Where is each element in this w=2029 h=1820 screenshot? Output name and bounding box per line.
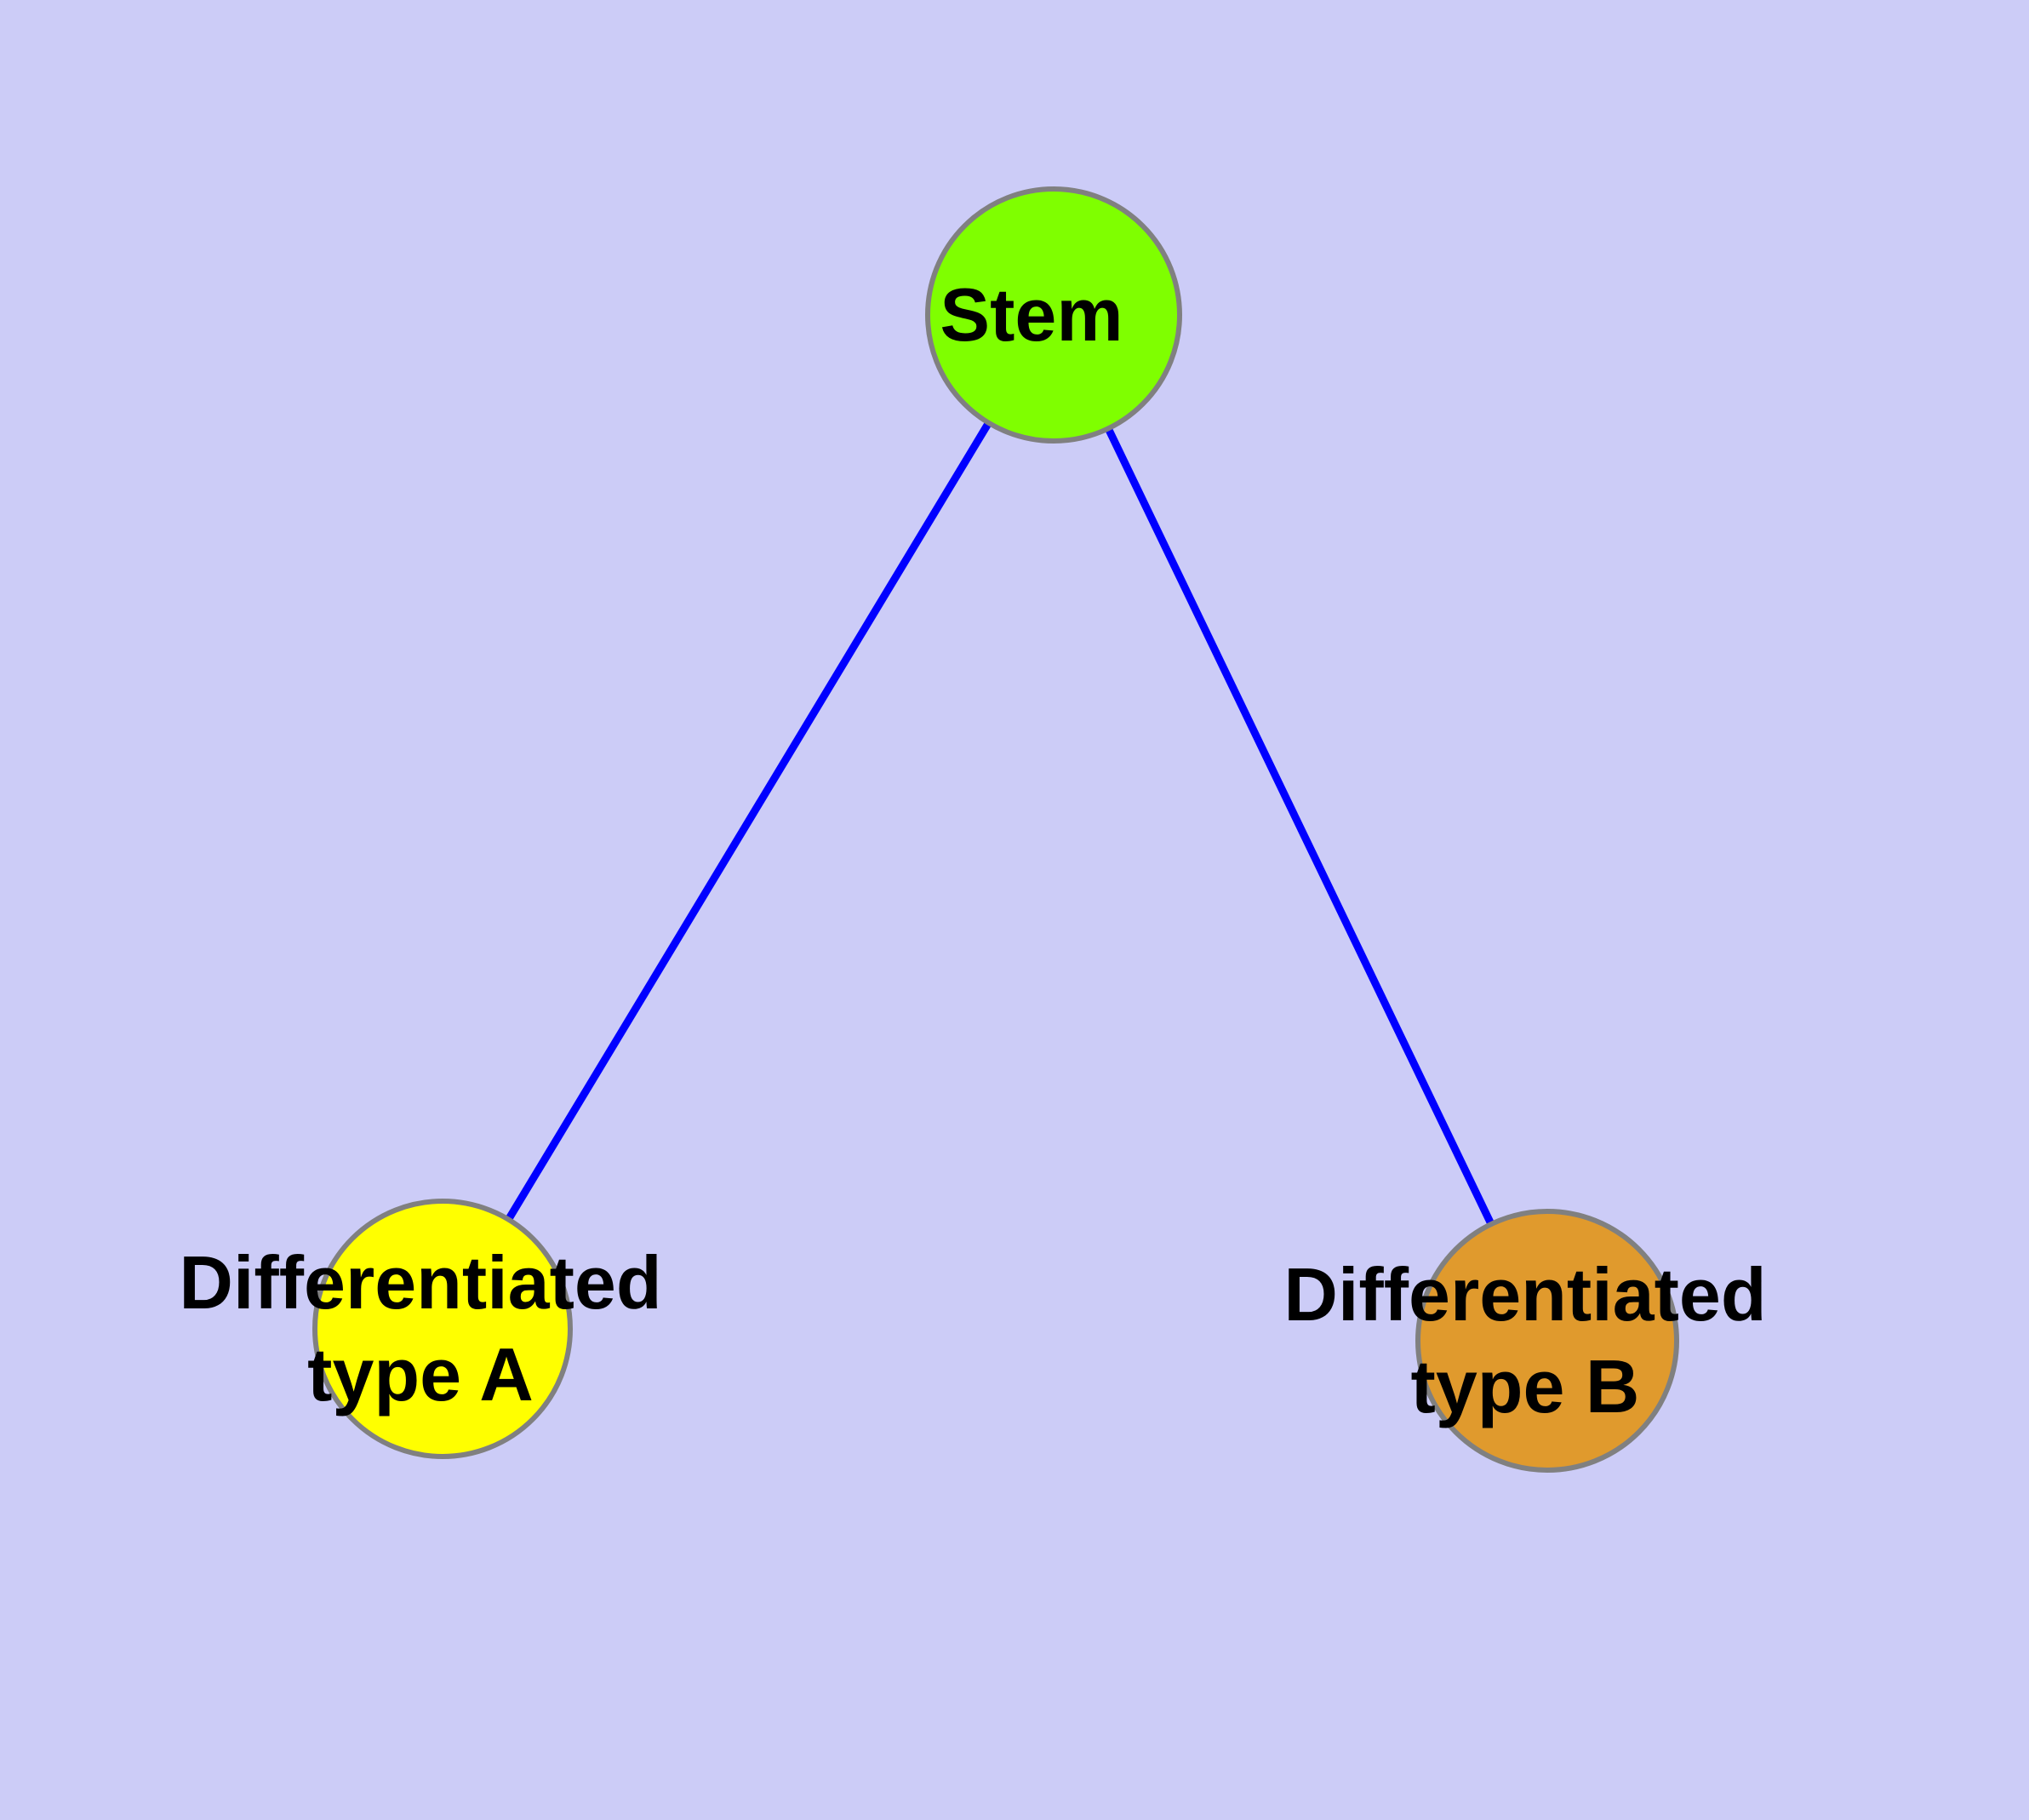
label-layer: Differentiated type A Differentiated typ… [179,272,1766,1428]
node-label-differentiated-type-a-line2: type A [307,1332,534,1417]
node-label-differentiated-type-b-line1: Differentiated [1283,1252,1766,1336]
node-layer [312,186,1679,1473]
edge-stem-to-differentiated-type-a[interactable] [439,312,1057,1331]
node-label-differentiated-type-a-line1: Differentiated [179,1240,661,1325]
node-stem[interactable] [925,186,1182,444]
node-label-stem: Stem [940,272,1123,357]
edge-stem-to-differentiated-type-b[interactable] [1049,313,1552,1342]
node-circle-differentiated-type-b[interactable] [1415,1209,1679,1473]
node-differentiated-type-a[interactable] [312,1199,573,1459]
node-circle-stem[interactable] [925,186,1182,444]
node-differentiated-type-b[interactable] [1415,1209,1679,1473]
edge-layer [439,312,1552,1342]
node-label-differentiated-type-b-line2: type B [1411,1344,1640,1428]
node-circle-differentiated-type-a[interactable] [312,1199,573,1459]
